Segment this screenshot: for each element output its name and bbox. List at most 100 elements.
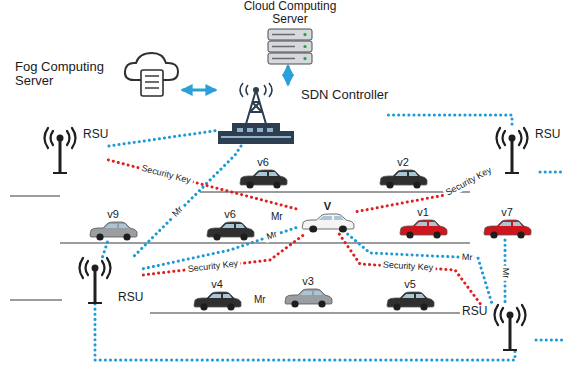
server-slot <box>272 46 295 48</box>
vehicle-icon <box>398 218 448 240</box>
base-stripe <box>221 136 291 138</box>
vehicle-label: v4 <box>211 278 223 290</box>
antenna-foot <box>505 172 519 174</box>
server-unit <box>268 29 312 40</box>
dotted-link <box>95 304 515 360</box>
car-window <box>415 222 438 226</box>
security-key-link <box>108 160 300 210</box>
vehicle-label: v7 <box>501 206 513 218</box>
vehicle-label: v6 <box>224 208 236 220</box>
fog-server <box>141 70 163 96</box>
dotted-link <box>536 339 563 342</box>
antenna-waves <box>497 128 528 148</box>
base-window <box>237 128 243 132</box>
car-wheel <box>517 231 524 238</box>
car-body <box>302 214 354 229</box>
security-key-label: Security Key <box>380 260 435 273</box>
dotted-link <box>348 234 493 305</box>
car-body <box>387 292 434 307</box>
fog-server-slot <box>145 81 159 82</box>
antenna-head <box>57 135 64 142</box>
car-body-group <box>90 222 137 241</box>
rsu-station: RSU <box>462 305 530 351</box>
antenna-pole <box>509 317 512 349</box>
antenna-head <box>507 312 514 319</box>
car-wheel <box>413 181 420 188</box>
dotted-link <box>108 131 215 146</box>
car-wheel <box>490 231 497 238</box>
car-wheel <box>406 231 413 238</box>
car-body-group <box>302 214 354 233</box>
car-body-group <box>484 220 531 239</box>
car-body <box>285 289 332 304</box>
tower-top <box>253 87 259 93</box>
node-title: RSU <box>83 128 108 141</box>
vehicle-label: v6 <box>257 156 269 168</box>
car-window <box>105 224 128 228</box>
fog-server-slot <box>145 87 159 88</box>
vehicle: V <box>300 200 355 234</box>
server-led <box>303 45 306 48</box>
link-label: Mr <box>270 211 284 222</box>
car-body <box>240 170 287 185</box>
car-body-group <box>380 170 427 189</box>
road-line <box>10 195 60 196</box>
fog-server-icon <box>121 50 183 98</box>
server-slot <box>272 58 295 60</box>
offscreen-links <box>536 172 563 340</box>
vehicle-label: v1 <box>417 206 429 218</box>
vehicle-icon <box>385 290 435 312</box>
car-wheel <box>96 233 103 240</box>
node-title: RSU <box>118 291 143 304</box>
rsu-station-icon <box>40 128 80 174</box>
vehicle-icon <box>378 168 428 190</box>
car-window <box>402 294 425 298</box>
antenna-foot <box>88 302 102 304</box>
car-window <box>255 172 278 176</box>
vehicle-icon <box>205 220 255 242</box>
car-body <box>380 170 427 185</box>
car-window <box>499 222 522 226</box>
car-body <box>194 292 241 307</box>
vehicle-label: v9 <box>107 208 119 220</box>
double-arrow <box>287 66 290 84</box>
antenna-pole <box>511 140 514 172</box>
car-window <box>300 291 323 295</box>
vehicle: v2 <box>378 156 428 190</box>
vehicle: v3 <box>283 275 333 309</box>
road-line <box>60 242 470 243</box>
node-title: RSU <box>462 305 487 318</box>
car-wheel <box>393 303 400 310</box>
car-wheel <box>309 225 317 232</box>
vehicle-label: v3 <box>302 275 314 287</box>
vehicle-label: v2 <box>397 156 409 168</box>
road-line <box>200 191 470 192</box>
car-wheel <box>339 225 347 232</box>
base-window <box>257 128 263 132</box>
node-title: Cloud Computing Server <box>235 0 345 26</box>
vehicle-label: V <box>324 200 331 212</box>
cloud-server: Cloud Computing Server <box>235 0 345 66</box>
vehicle-icon <box>482 218 532 240</box>
car-body <box>484 220 531 235</box>
link-label: Mr <box>264 229 281 243</box>
tower-frame <box>246 90 266 124</box>
car-wheel <box>123 233 130 240</box>
antenna-head <box>92 265 99 272</box>
cloud-server-icon <box>265 28 315 66</box>
car-wheel <box>433 231 440 238</box>
server-unit <box>268 41 312 52</box>
vehicle: v6 <box>205 208 255 242</box>
car-body <box>207 222 254 237</box>
server-led <box>303 33 306 36</box>
dotted-link <box>102 242 107 258</box>
link-label: Mr <box>253 294 267 305</box>
antenna-pole <box>59 140 62 172</box>
vehicle: v7 <box>482 206 532 240</box>
car-wheel <box>318 300 325 307</box>
car-wheel <box>240 233 247 240</box>
rsu-station-icon <box>492 128 532 174</box>
security-key-label: Security Key <box>185 259 240 275</box>
